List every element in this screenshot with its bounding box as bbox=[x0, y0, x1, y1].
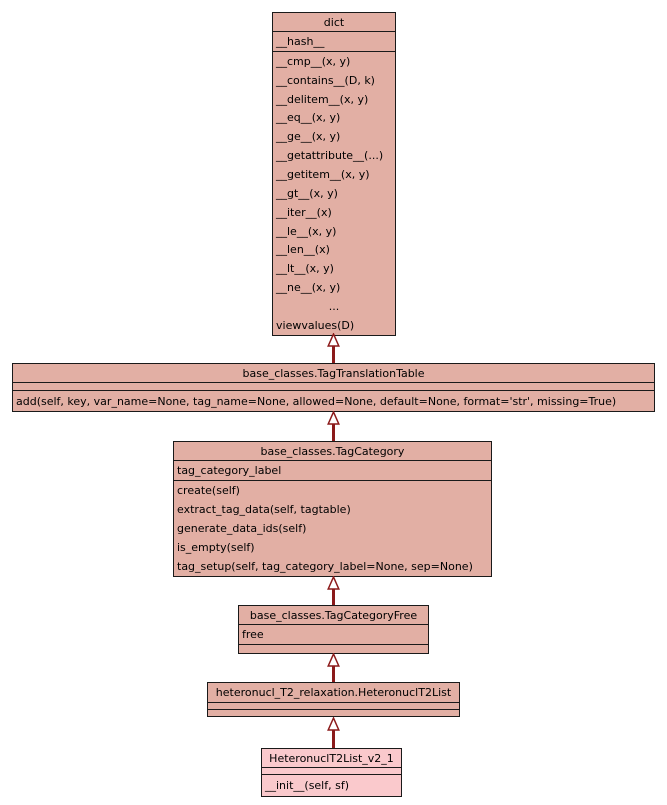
attributes-compartment: free bbox=[239, 624, 428, 644]
method: __iter__(x) bbox=[276, 205, 332, 219]
class-box-heteronuclt2list-v2-1: HeteronuclT2List_v2_1 __init__(self, sf) bbox=[261, 748, 402, 797]
methods-compartment: create(self) extract_tag_data(self, tagt… bbox=[174, 480, 491, 576]
class-box-tagcategory: base_classes.TagCategory tag_category_la… bbox=[173, 441, 492, 577]
attributes-compartment: __hash__ bbox=[273, 31, 395, 51]
method: viewvalues(D) bbox=[276, 318, 355, 332]
class-title: HeteronuclT2List_v2_1 bbox=[269, 751, 394, 765]
attribute: __hash__ bbox=[276, 35, 325, 48]
class-box-tagtranslationtable: base_classes.TagTranslationTable add(sel… bbox=[12, 363, 655, 412]
inheritance-arrow-v2-1-to-heteronuclt2list bbox=[327, 717, 340, 748]
methods-compartment-empty bbox=[208, 709, 459, 716]
method: __lt__(x, y) bbox=[276, 262, 334, 276]
attribute: tag_category_label bbox=[177, 464, 282, 477]
method: create(self) bbox=[177, 484, 240, 497]
class-title: dict bbox=[323, 15, 345, 29]
method: is_empty(self) bbox=[177, 541, 255, 554]
attributes-compartment-empty bbox=[208, 702, 459, 709]
method: __gt__(x, y) bbox=[276, 186, 338, 200]
class-box-heteronuclt2list: heteronucl_T2_relaxation.HeteronuclT2Lis… bbox=[207, 682, 460, 717]
attributes-compartment-empty bbox=[262, 767, 401, 774]
methods-compartment: __cmp__(x, y) __contains__(D, k) __delit… bbox=[273, 51, 395, 335]
attributes-compartment-empty bbox=[13, 382, 654, 390]
attribute: free bbox=[242, 628, 264, 641]
class-box-dict: dict __hash__ __cmp__(x, y) __contains__… bbox=[272, 12, 396, 336]
class-title: base_classes.TagTranslationTable bbox=[242, 366, 425, 380]
class-title: base_classes.TagCategoryFree bbox=[249, 608, 418, 622]
method: __getitem__(x, y) bbox=[276, 167, 370, 181]
methods-compartment-empty bbox=[239, 644, 428, 653]
method: tag_setup(self, tag_category_label=None,… bbox=[177, 560, 473, 573]
inheritance-arrow-tagtranslationtable-to-dict bbox=[327, 333, 340, 363]
method: extract_tag_data(self, tagtable) bbox=[177, 503, 351, 516]
method: __cmp__(x, y) bbox=[276, 54, 351, 68]
attributes-compartment: tag_category_label bbox=[174, 460, 491, 480]
ellipsis-row: ... bbox=[328, 299, 340, 313]
methods-compartment: __init__(self, sf) bbox=[262, 774, 401, 796]
inheritance-arrow-tagcategoryfree-to-tagcategory bbox=[327, 576, 340, 605]
method: __init__(self, sf) bbox=[265, 779, 350, 792]
method: __eq__(x, y) bbox=[276, 111, 341, 125]
inheritance-arrow-tagcategory-to-tagtranslationtable bbox=[327, 411, 340, 441]
method: add(self, key, var_name=None, tag_name=N… bbox=[16, 394, 617, 408]
method: __getattribute__(...) bbox=[276, 149, 384, 163]
method: __delitem__(x, y) bbox=[276, 92, 369, 106]
method: generate_data_ids(self) bbox=[177, 522, 307, 535]
method: __le__(x, y) bbox=[276, 224, 337, 238]
class-title: base_classes.TagCategory bbox=[260, 444, 405, 458]
class-box-tagcategoryfree: base_classes.TagCategoryFree free bbox=[238, 605, 429, 654]
method: __len__(x) bbox=[276, 243, 330, 257]
method: __contains__(D, k) bbox=[276, 73, 375, 87]
method: __ge__(x, y) bbox=[276, 130, 341, 144]
class-title: heteronucl_T2_relaxation.HeteronuclT2Lis… bbox=[215, 686, 452, 699]
methods-compartment: add(self, key, var_name=None, tag_name=N… bbox=[13, 390, 654, 411]
method: __ne__(x, y) bbox=[276, 281, 341, 295]
inheritance-arrow-heteronuclt2list-to-tagcategoryfree bbox=[327, 653, 340, 682]
